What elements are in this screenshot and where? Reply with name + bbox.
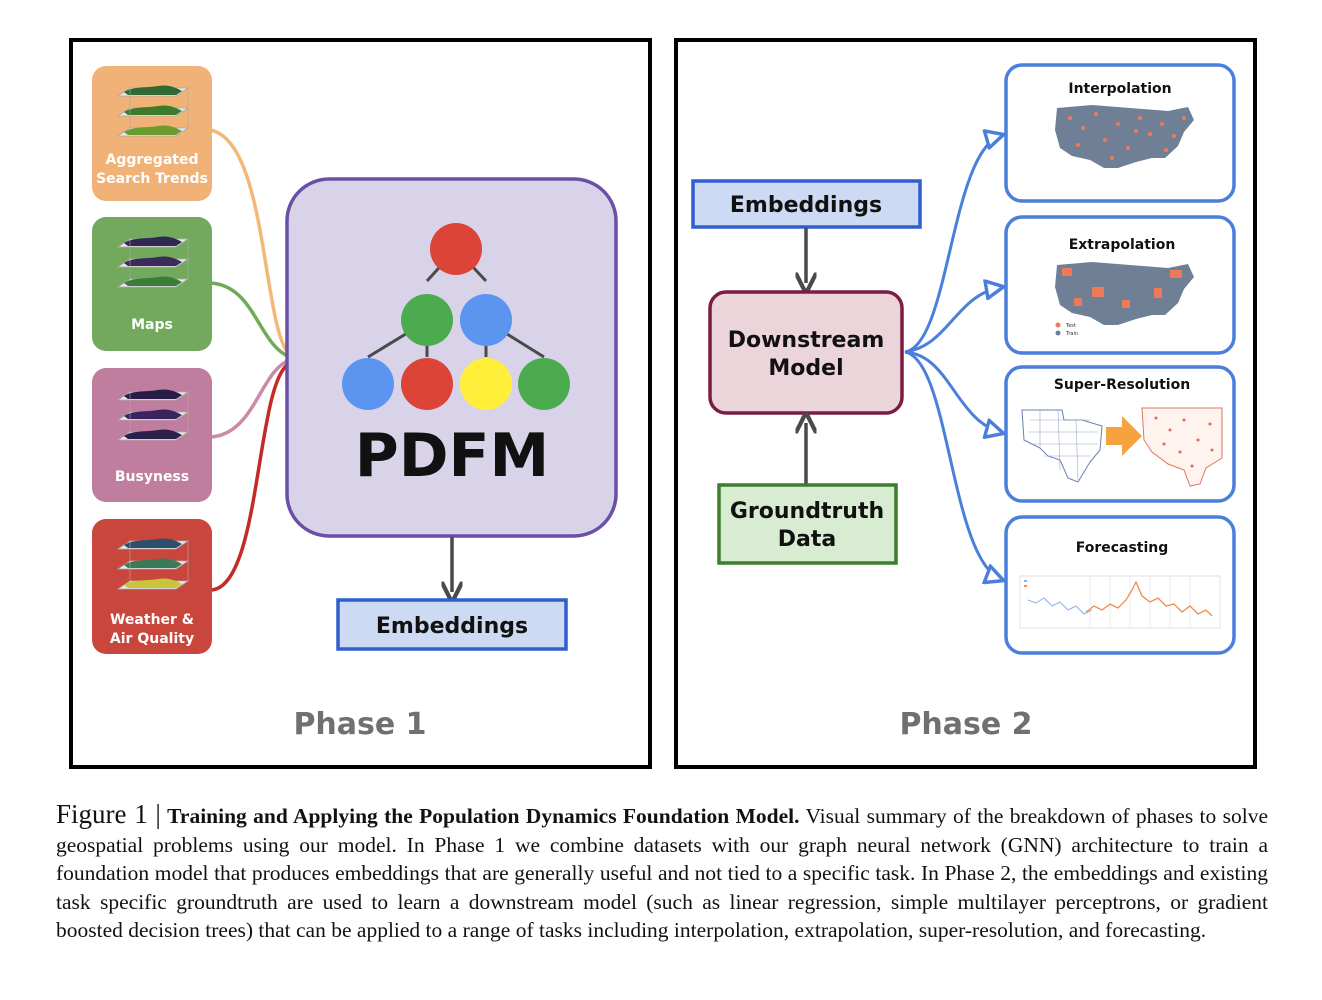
input-weather-air-quality: Weather & Air Quality (92, 519, 212, 654)
task-interpolation: Interpolation (1004, 63, 1236, 203)
groundtruth-label-line2: Data (778, 527, 836, 552)
super-resolution-arrow (1106, 416, 1142, 456)
pdfm-diagram: Aggregated Search Trends Maps (69, 38, 1257, 769)
input-label-line1: Weather & (110, 612, 194, 628)
task-title: Interpolation (1068, 81, 1171, 97)
input-aggregated-search-trends: Aggregated Search Trends (92, 66, 212, 201)
stacked-map-layers-icon (116, 85, 190, 137)
task-title: Forecasting (1076, 540, 1169, 556)
stacked-map-layers-icon (116, 538, 190, 590)
figure-title: Training and Applying the Population Dyn… (167, 804, 800, 828)
extrapolation-legend: Test Train (1055, 322, 1078, 337)
figure-label: Figure 1 | (56, 799, 161, 829)
input-label-line2: Air Quality (110, 631, 194, 647)
input-maps: Maps (92, 217, 212, 351)
us-map-thumbnail (1055, 105, 1194, 168)
task-extrapolation: Extrapolation Test Train (1004, 215, 1236, 355)
stacked-map-layers-icon (116, 236, 190, 288)
fine-county-map (1141, 407, 1223, 487)
input-label-line1: Busyness (115, 469, 189, 485)
figure-caption: Figure 1 | Training and Applying the Pop… (56, 800, 1268, 945)
downstream-label-line2: Model (768, 356, 843, 381)
task-title: Super-Resolution (1054, 377, 1190, 393)
forecast-timeseries-thumbnail (1019, 575, 1221, 629)
stacked-map-layers-icon (116, 389, 190, 441)
coarse-county-map (1021, 409, 1103, 483)
input-label-line1: Aggregated (106, 152, 199, 168)
task-title: Extrapolation (1069, 237, 1176, 253)
model-name: PDFM (355, 421, 549, 491)
phase2-panel: Embeddings Downstream Model Groundtruth … (674, 38, 1257, 769)
task-super-resolution: Super-Resolution (1004, 365, 1236, 503)
gnn-nodes (342, 223, 570, 410)
caption-body: Visual summary of the breakdown of phase… (56, 804, 1268, 942)
input-busyness: Busyness (92, 368, 212, 502)
input-label-line1: Maps (131, 317, 173, 333)
downstream-model-box: Downstream Model (708, 290, 904, 415)
embeddings-label: Embeddings (730, 193, 882, 218)
us-map-thumbnail (1055, 262, 1194, 325)
task-forecasting: Forecasting (1004, 515, 1236, 655)
groundtruth-label-line1: Groundtruth (730, 499, 884, 524)
pdfm-model: PDFM (285, 177, 618, 538)
input-label-line2: Search Trends (96, 171, 208, 187)
embeddings-label: Embeddings (376, 614, 528, 639)
phase2-label: Phase 2 (899, 707, 1032, 742)
phase1-label: Phase 1 (293, 707, 426, 742)
phase1-embeddings-box: Embeddings (336, 598, 568, 651)
legend-test: Test (1065, 323, 1076, 329)
input-connectors (209, 128, 292, 592)
phase1-panel: Aggregated Search Trends Maps (69, 38, 652, 769)
groundtruth-box: Groundtruth Data (717, 483, 898, 565)
downstream-label-line1: Downstream (728, 328, 885, 353)
phase2-embeddings-box: Embeddings (691, 179, 922, 229)
legend-train: Train (1065, 331, 1078, 337)
task-connectors (904, 135, 1002, 580)
